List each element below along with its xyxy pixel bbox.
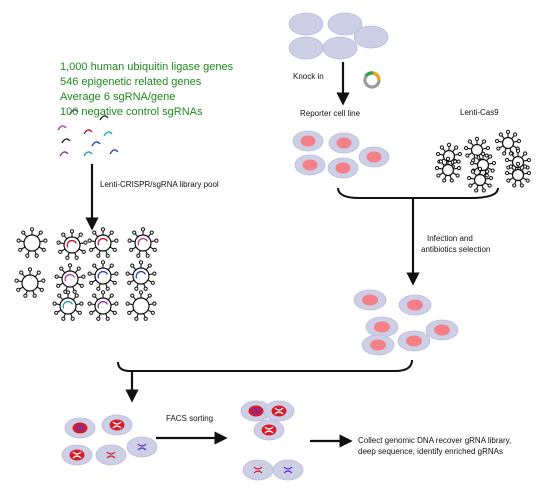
library-line-2: 546 epigenetic related genes bbox=[60, 75, 202, 88]
parental-cell bbox=[327, 12, 363, 36]
infected-cell bbox=[353, 289, 387, 311]
parental-cell bbox=[353, 25, 389, 49]
infection-label-line-2: antibiotics selection bbox=[421, 245, 491, 254]
parental-cell bbox=[322, 36, 358, 60]
merge-bracket bbox=[117, 359, 413, 372]
sorted-cell-high bbox=[253, 419, 285, 441]
lentivirus-sgrna-particle bbox=[52, 290, 84, 321]
pre-sort-cell-low bbox=[95, 444, 127, 466]
pre-sort-cell-high bbox=[64, 417, 96, 439]
lentivirus-sgrna-particle bbox=[125, 260, 157, 291]
lentivirus-sgrna-particle bbox=[16, 227, 48, 258]
sgrna-fragment bbox=[83, 151, 93, 157]
lentivirus-sgrna-particle bbox=[54, 263, 86, 294]
infected-cell bbox=[398, 294, 432, 316]
sgrna-fragment bbox=[83, 129, 93, 135]
facs-sorting-label: FACS sorting bbox=[166, 414, 214, 423]
sgrna-fragment bbox=[61, 138, 71, 144]
lenti-cas9-particle bbox=[466, 166, 494, 193]
pre-sort-cell-low bbox=[126, 436, 158, 458]
collect-label-line-1: Collect genomic DNA recover gRNA library… bbox=[358, 436, 512, 445]
reporter-cell bbox=[294, 154, 326, 176]
reporter-cell-line-label: Reporter cell line bbox=[300, 109, 361, 118]
lenti-crispr-label: Lenti-CRISPR/sgRNA library pool bbox=[100, 180, 219, 189]
lentivirus-sgrna-particle bbox=[87, 290, 119, 321]
parental-cell bbox=[288, 12, 324, 36]
sgrna-fragment bbox=[69, 109, 79, 115]
parental-cell bbox=[288, 36, 324, 60]
lentivirus-sgrna-particle bbox=[127, 227, 159, 258]
sorted-cell-low bbox=[272, 459, 304, 481]
lenti-cas9-label: Lenti-Cas9 bbox=[460, 108, 499, 117]
infected-cell bbox=[365, 316, 399, 338]
collect-label-line-2: deep sequence, identify enriched gRNAs bbox=[358, 447, 503, 456]
infected-cell bbox=[425, 319, 459, 341]
reporter-cell bbox=[327, 157, 359, 179]
lenti-cas9-particle bbox=[435, 142, 463, 169]
library-description: 1,000 human ubiquitin ligase genes 546 e… bbox=[60, 60, 233, 119]
reporter-cell bbox=[292, 130, 324, 152]
combine-bracket bbox=[337, 187, 499, 199]
sorted-cell-high bbox=[263, 400, 295, 422]
sgrna-fragment bbox=[91, 141, 101, 147]
lenti-cas9-particle bbox=[434, 156, 462, 183]
sgrna-fragment bbox=[59, 151, 69, 157]
sgrna-fragment bbox=[109, 149, 119, 155]
infected-cell bbox=[361, 334, 395, 356]
sorted-cell-low bbox=[242, 459, 274, 481]
lenti-cas9-particle bbox=[504, 161, 532, 188]
lenti-cas9-particle bbox=[463, 136, 491, 163]
lentivirus-sgrna-particle bbox=[14, 267, 46, 298]
lentivirus-sgrna-particle bbox=[87, 227, 119, 258]
pre-sort-cell-high bbox=[101, 414, 133, 436]
infection-label-line-1: Infection and bbox=[427, 234, 473, 243]
library-line-4: 100 negative control sgRNAs bbox=[60, 105, 203, 118]
sgrna-fragment bbox=[57, 125, 67, 131]
infected-cell bbox=[397, 330, 431, 352]
library-line-1: 1,000 human ubiquitin ligase genes bbox=[60, 61, 234, 73]
sgrna-fragment bbox=[99, 115, 109, 121]
lentivirus-sgrna-particle bbox=[56, 229, 88, 260]
sorted-cell-high bbox=[240, 400, 272, 422]
knock-in-label: Knock in bbox=[293, 72, 324, 81]
reporter-cell bbox=[358, 146, 390, 168]
library-line-3: Average 6 sgRNA/gene bbox=[60, 90, 176, 103]
lentivirus-sgrna-particle bbox=[125, 290, 157, 321]
lentivirus-sgrna-particle bbox=[87, 260, 119, 291]
pre-sort-cell-high bbox=[61, 444, 93, 466]
sgrna-fragment bbox=[103, 131, 113, 137]
donor-plasmid-icon bbox=[363, 71, 381, 89]
reporter-cell bbox=[328, 132, 360, 154]
